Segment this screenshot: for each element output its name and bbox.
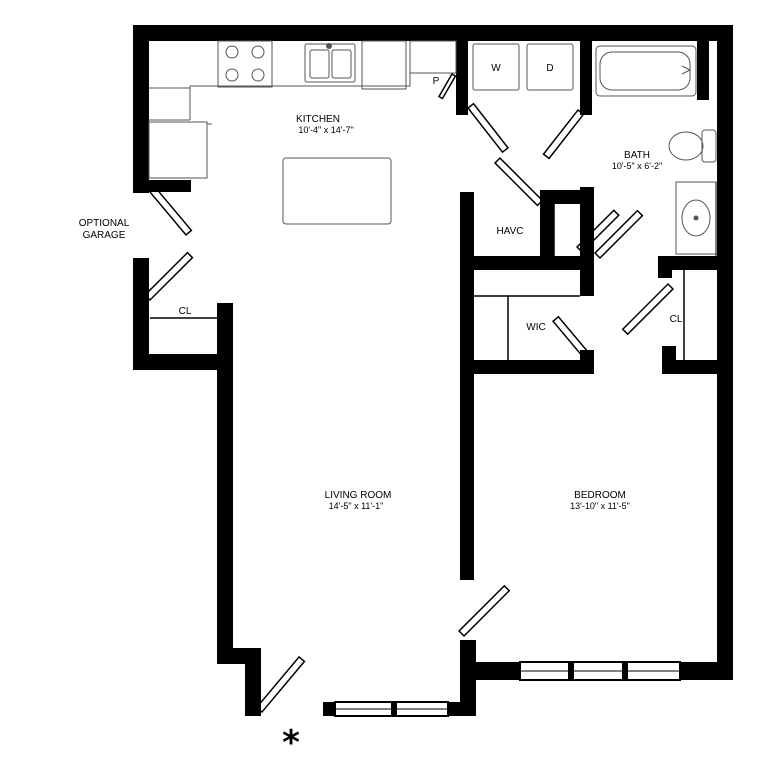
wall-bottom-mid-stub — [323, 702, 335, 716]
kitchen-name: KITCHEN — [296, 114, 340, 125]
bath-name: BATH — [624, 150, 650, 161]
bedroom-dims: 13'-10" x 11'-5" — [570, 501, 630, 511]
kitchen-counter — [149, 41, 411, 89]
closet-entry-label: CL — [179, 306, 192, 317]
wall-bedroom-bottom-left — [460, 662, 520, 680]
door-bedroom[interactable] — [457, 584, 511, 638]
door-havc[interactable] — [493, 156, 544, 207]
wall-havc-right — [540, 190, 554, 260]
interior-walls — [456, 25, 733, 580]
wall-wic-bottom — [460, 360, 594, 374]
havc-label: HAVC — [496, 226, 523, 237]
door-laundry-right[interactable] — [542, 108, 585, 160]
door-garage[interactable] — [148, 186, 193, 236]
doors — [143, 72, 675, 714]
dryer — [526, 43, 574, 91]
dryer-label: D — [546, 63, 553, 74]
kitchen-dims: 10'-4" x 14'-7" — [298, 125, 353, 135]
door-laundry-left[interactable] — [466, 102, 510, 154]
bath-dims: 10'-5" x 6'-2" — [612, 161, 662, 171]
garage-line2: GARAGE — [83, 230, 126, 241]
washer-label: W — [491, 63, 501, 74]
dishwasher — [361, 40, 407, 90]
closet-bed-label: CL — [670, 314, 683, 325]
door-closet-entry[interactable] — [143, 251, 194, 302]
wall-living-bed-divider — [460, 192, 474, 580]
wall-laundry-right — [580, 25, 592, 115]
wall-right — [717, 25, 733, 680]
wall-left-lower — [133, 258, 149, 370]
wall-bath-bottom-stub — [658, 256, 672, 278]
wall-left-stub — [133, 180, 191, 192]
wall-bath-bottom — [660, 256, 733, 270]
stove — [217, 40, 273, 88]
pantry-label: P — [433, 76, 440, 87]
door-front[interactable] — [255, 655, 306, 714]
living-dims: 14'-5" x 11'-1" — [329, 501, 384, 511]
door-pantry[interactable] — [437, 72, 457, 100]
wall-bedroom-bottom-right — [680, 662, 733, 680]
wall-closet-bottom — [133, 354, 233, 370]
bedroom-name: BEDROOM — [574, 490, 626, 501]
wall-havc-bottom — [460, 256, 594, 270]
wall-cl-stub — [662, 346, 676, 374]
garage-line1: OPTIONAL — [79, 218, 130, 229]
living-name: LIVING ROOM — [325, 490, 392, 501]
wall-top — [133, 25, 733, 41]
pantry — [409, 40, 457, 74]
wic-label: WIC — [526, 322, 545, 333]
openings — [334, 661, 681, 717]
wall-l-right — [580, 187, 594, 267]
exterior-walls — [133, 25, 733, 716]
linen-label: L — [581, 224, 587, 235]
wall-left-upper — [133, 25, 149, 193]
door-closet-bed[interactable] — [621, 282, 675, 336]
washer — [472, 43, 520, 91]
toilet — [701, 129, 717, 163]
fixtures — [148, 40, 717, 360]
wall-laundry-left — [456, 25, 468, 115]
wall-bottom-mid-stub2 — [448, 702, 462, 716]
labels: KITCHEN 10'-4" x 14'-7" BATH 10'-5" x 6'… — [79, 63, 683, 763]
door-linen[interactable] — [575, 209, 620, 254]
refrigerator — [148, 121, 208, 179]
door-bath[interactable] — [593, 209, 644, 260]
wall-cl-bottom — [662, 360, 733, 374]
wall-wic-right — [580, 256, 594, 296]
entry-marker: * — [282, 723, 300, 763]
door-wic[interactable] — [552, 315, 590, 358]
kitchen-island — [282, 157, 392, 225]
wall-living-jog-down — [245, 648, 261, 716]
wall-living-left — [217, 303, 233, 663]
bathtub — [595, 45, 697, 97]
wall-bath-tub-right — [697, 25, 709, 100]
